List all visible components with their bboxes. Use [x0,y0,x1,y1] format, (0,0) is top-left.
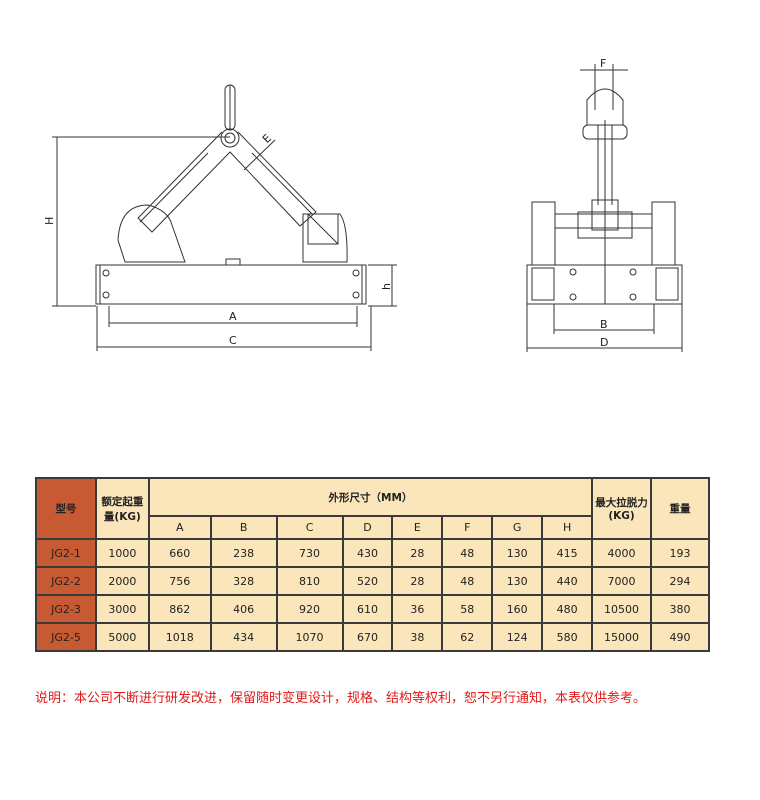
value-cell: 490 [650,622,710,652]
value-cell: 130 [491,566,544,596]
value-cell: 660 [147,538,212,568]
value-cell: 28 [391,538,444,568]
value-cell: 380 [650,594,710,624]
value-cell: 430 [341,538,394,568]
header-dim-E: E [391,515,444,540]
value-cell: 440 [541,566,594,596]
value-cell: 28 [391,566,444,596]
front-view [52,84,397,351]
dim-label-H: H [43,217,56,225]
header-max-pull: 最大拉脱力(KG) [591,477,653,540]
value-cell: 520 [341,566,394,596]
dim-label-F: F [600,57,606,70]
value-cell: 160 [491,594,544,624]
model-cell: JG2-5 [35,622,97,652]
model-cell: JG2-1 [35,538,97,568]
dim-label-h: h [380,283,393,290]
header-dim-G: G [491,515,544,540]
header-dim-F: F [441,515,494,540]
value-cell: 3000 [94,594,150,624]
value-cell: 434 [209,622,278,652]
value-cell: 130 [491,538,544,568]
value-cell: 48 [441,538,494,568]
value-cell: 756 [147,566,212,596]
value-cell: 862 [147,594,212,624]
header-dim-D: D [341,515,394,540]
side-view [526,64,683,352]
value-cell: 238 [209,538,278,568]
header-dim-C: C [275,515,344,540]
header-dim-H: H [541,515,594,540]
value-cell: 15000 [591,622,653,652]
value-cell: 10500 [591,594,653,624]
value-cell: 38 [391,622,444,652]
header-dimensions: 外形尺寸（MM） [147,477,594,517]
technical-drawing: H E h A C F B D [43,57,683,352]
value-cell: 670 [341,622,394,652]
value-cell: 580 [541,622,594,652]
value-cell: 415 [541,538,594,568]
value-cell: 610 [341,594,394,624]
value-cell: 920 [275,594,344,624]
value-cell: 7000 [591,566,653,596]
value-cell: 294 [650,566,710,596]
value-cell: 328 [209,566,278,596]
dim-label-C: C [229,334,237,347]
header-rated-load: 额定起重量(KG) [94,477,150,540]
header-weight: 重量 [650,477,710,540]
disclaimer-note: 说明：本公司不断进行研发改进，保留随时变更设计，规格、结构等权利，恕不另行通知，… [35,691,647,706]
header-model: 型号 [35,477,97,540]
value-cell: 2000 [94,566,150,596]
dim-label-A: A [229,310,237,323]
value-cell: 1000 [94,538,150,568]
value-cell: 810 [275,566,344,596]
value-cell: 58 [441,594,494,624]
value-cell: 730 [275,538,344,568]
value-cell: 1070 [275,622,344,652]
value-cell: 48 [441,566,494,596]
model-cell: JG2-2 [35,566,97,596]
value-cell: 36 [391,594,444,624]
value-cell: 4000 [591,538,653,568]
dim-label-B: B [600,318,608,331]
dim-label-E: E [260,132,274,146]
value-cell: 5000 [94,622,150,652]
model-cell: JG2-3 [35,594,97,624]
value-cell: 193 [650,538,710,568]
value-cell: 480 [541,594,594,624]
header-dim-B: B [209,515,278,540]
value-cell: 406 [209,594,278,624]
value-cell: 62 [441,622,494,652]
value-cell: 1018 [147,622,212,652]
header-dim-A: A [147,515,212,540]
value-cell: 124 [491,622,544,652]
dim-label-D: D [600,336,608,349]
